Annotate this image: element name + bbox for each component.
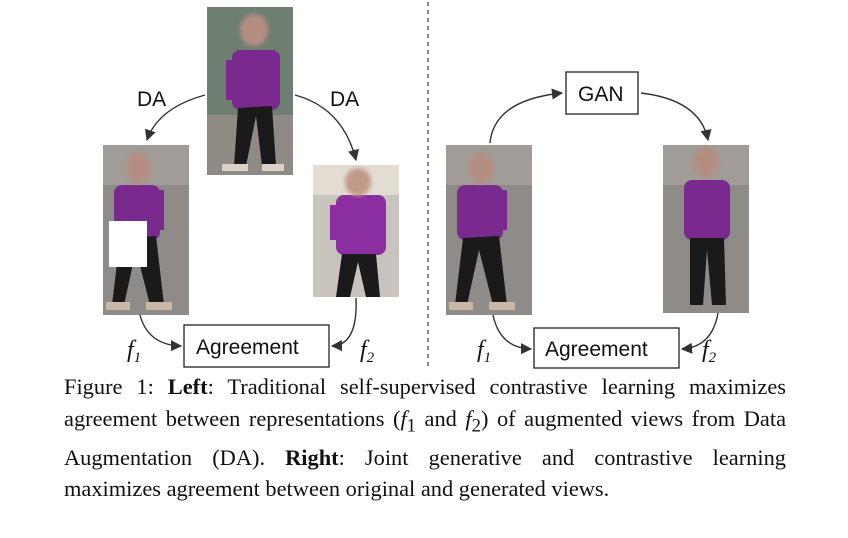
gan-box xyxy=(565,71,639,115)
gan-label: GAN xyxy=(578,83,624,106)
figure-1: DA DA Agreement f1 f2 GAN Agreement f1 f… xyxy=(103,2,749,369)
agreement-label-left: Agreement xyxy=(196,336,299,359)
cutout-patch xyxy=(109,221,147,267)
augmented-view-1-image xyxy=(103,145,189,315)
caption-right-heading: Right xyxy=(285,444,339,470)
da-label-left: DA xyxy=(137,88,166,111)
da-label-right: DA xyxy=(330,88,359,111)
gan-arrow-out xyxy=(640,92,712,142)
da-arrow-right xyxy=(294,94,359,162)
f1-arrow-left xyxy=(139,314,183,352)
generated-view-image xyxy=(663,145,749,313)
f2-arrow-right xyxy=(680,312,719,354)
gan-arrow-in xyxy=(489,88,564,144)
caption-left-heading: Left xyxy=(167,374,208,399)
agreement-label-right: Agreement xyxy=(545,338,648,361)
f1-arrow-right xyxy=(492,314,533,355)
f1-label-left: f1 xyxy=(127,337,141,366)
agreement-box-right xyxy=(533,327,680,369)
f2-label-right: f2 xyxy=(702,337,717,366)
f2-label-left: f2 xyxy=(360,337,375,366)
augmented-view-2-image xyxy=(313,165,399,297)
da-arrow-left xyxy=(144,94,206,142)
f2-arrow-left xyxy=(330,297,357,352)
original-view-image xyxy=(446,145,532,315)
figure-caption: Figure 1: Left: Traditional self-supervi… xyxy=(64,374,787,502)
original-person-image xyxy=(207,7,293,175)
f1-label-right: f1 xyxy=(477,337,491,366)
agreement-box-left xyxy=(183,324,330,368)
